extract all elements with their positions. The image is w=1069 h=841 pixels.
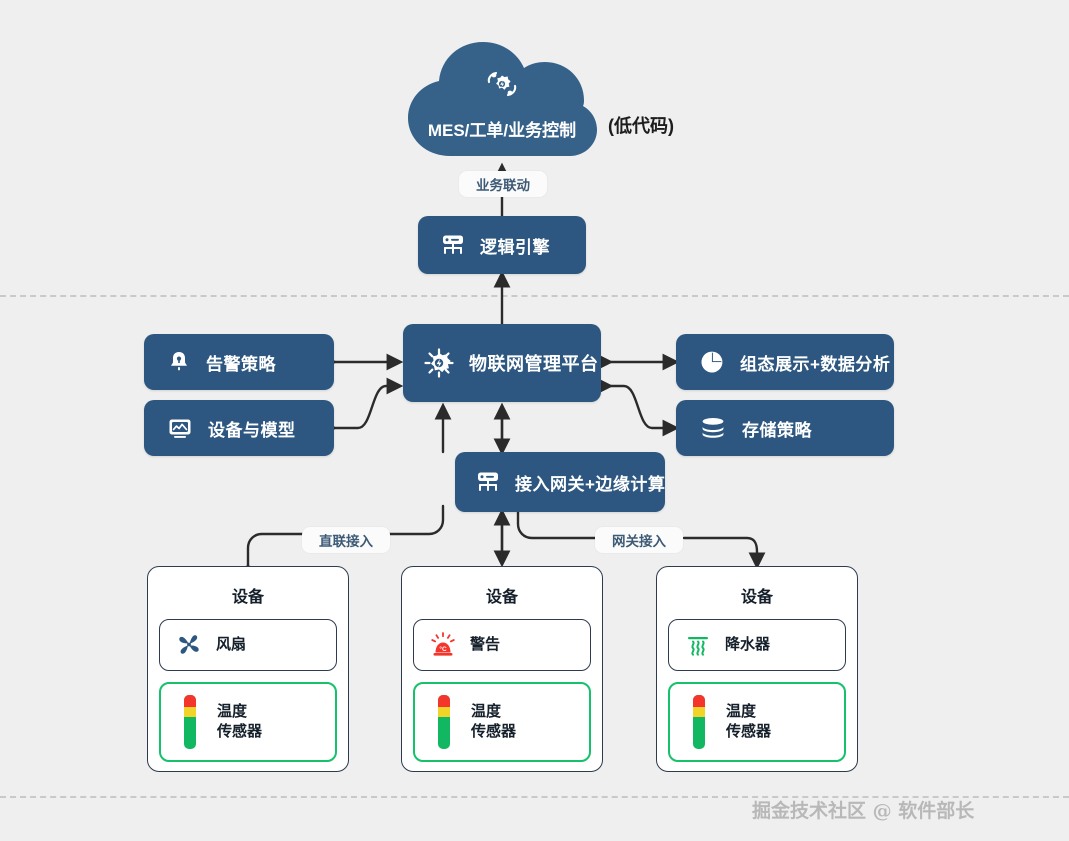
device-card[interactable]: 设备 °C 警告 <box>401 566 603 772</box>
wire-gateway-to-label <box>516 510 597 540</box>
device-sensor-row[interactable]: 温度传感器 <box>413 682 591 762</box>
wire-direct-to-platform <box>384 504 445 536</box>
wire-device1-direct <box>239 532 308 580</box>
wire-label-to-device3 <box>682 536 766 570</box>
device-card[interactable]: 设备 风扇 <box>147 566 349 772</box>
edge-label-direct-access: 直联接入 <box>302 527 390 553</box>
device-sensor-label: 温度传感器 <box>471 702 516 743</box>
device-sensor-label-line2: 传感器 <box>471 723 517 740</box>
node-visualization-analytics[interactable]: 组态展示+数据分析 <box>676 334 894 390</box>
node-alarm-policy-label: 告警策略 <box>206 354 276 374</box>
low-code-note: (低代码) <box>608 116 674 136</box>
device-card-title: 设备 <box>485 589 518 606</box>
node-access-gateway[interactable]: 接入网关+边缘计算 <box>455 452 665 512</box>
device-card[interactable]: 设备 降水器 <box>656 566 858 772</box>
node-logic-engine[interactable]: 逻辑引擎 <box>418 216 586 274</box>
temperature-sensor-icon <box>175 693 205 751</box>
edge-label-gateway-access-text: 网关接入 <box>612 534 666 549</box>
gateway-server-icon <box>440 233 466 257</box>
divider-line-bottom <box>0 796 1069 798</box>
node-iot-platform-label: 物联网管理平台 <box>469 354 599 374</box>
edge-label-gateway-access: 网关接入 <box>595 527 683 553</box>
wire-devicemodel-platform <box>320 377 404 437</box>
node-device-model-label: 设备与模型 <box>208 420 296 440</box>
device-actuator-label: 风扇 <box>216 635 247 653</box>
node-access-gateway-label: 接入网关+边缘计算 <box>515 474 666 494</box>
fan-icon <box>174 632 204 658</box>
node-device-model[interactable]: 设备与模型 <box>144 400 334 456</box>
edge-label-direct-access-text: 直联接入 <box>319 534 373 549</box>
device-card-title: 设备 <box>740 589 773 606</box>
cloud-node-mes[interactable]: MES/工单/业务控制 <box>404 38 600 164</box>
sprinkler-icon <box>683 632 713 658</box>
edge-label-business-link: 业务联动 <box>459 171 547 197</box>
node-visualization-analytics-label: 组态展示+数据分析 <box>740 354 891 374</box>
temperature-sensor-icon <box>684 693 714 751</box>
device-card-title: 设备 <box>231 589 264 606</box>
alarm-siren-icon: °C <box>428 631 458 659</box>
device-sensor-label-line2: 传感器 <box>726 723 772 740</box>
pie-chart-icon <box>700 350 724 374</box>
iot-chip-icon <box>423 347 455 379</box>
device-sensor-label-line2: 传感器 <box>217 723 263 740</box>
bell-alarm-icon <box>168 350 190 374</box>
temperature-sensor-icon <box>429 693 459 751</box>
cloud-label: MES/工单/业务控制 <box>427 121 577 140</box>
svg-text:°C: °C <box>439 645 447 653</box>
device-sensor-label-line1: 温度 <box>726 702 757 720</box>
node-iot-platform[interactable]: 物联网管理平台 <box>403 324 601 402</box>
watermark: 掘金技术社区 @ 软件部长 <box>752 800 975 822</box>
device-actuator-row[interactable]: 降水器 <box>668 619 846 671</box>
device-sensor-label-line1: 温度 <box>217 702 248 720</box>
cloud-shape <box>408 42 597 156</box>
device-sensor-row[interactable]: 温度传感器 <box>159 682 337 762</box>
device-sensor-label: 温度传感器 <box>726 702 771 743</box>
node-logic-engine-label: 逻辑引擎 <box>480 237 550 257</box>
device-actuator-label: 降水器 <box>725 635 771 653</box>
device-actuator-label: 警告 <box>470 635 501 653</box>
device-actuator-row[interactable]: °C 警告 <box>413 619 591 671</box>
divider-line-top <box>0 295 1069 297</box>
device-sensor-row[interactable]: 温度传感器 <box>668 682 846 762</box>
iot-gear-icon <box>482 64 522 104</box>
gateway-server-icon <box>475 470 501 494</box>
edge-label-business-link-text: 业务联动 <box>476 178 530 193</box>
node-alarm-policy[interactable]: 告警策略 <box>144 334 334 390</box>
device-sensor-label-line1: 温度 <box>471 702 502 720</box>
device-model-icon <box>168 417 192 439</box>
device-sensor-label: 温度传感器 <box>217 702 262 743</box>
wire-platform-storage <box>596 377 680 437</box>
database-icon <box>700 417 726 439</box>
node-storage-policy[interactable]: 存储策略 <box>676 400 894 456</box>
device-actuator-row[interactable]: 风扇 <box>159 619 337 671</box>
node-storage-policy-label: 存储策略 <box>742 420 812 440</box>
